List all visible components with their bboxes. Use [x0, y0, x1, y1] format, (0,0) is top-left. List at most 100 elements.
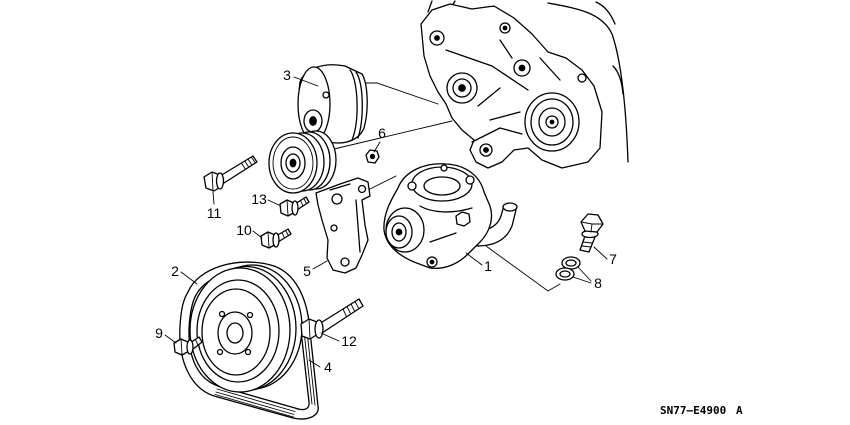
bolt-head-edge: [286, 199, 289, 216]
alignment-line: [365, 82, 439, 105]
pulley-bore: [226, 322, 244, 344]
bolt-head-edge: [308, 318, 311, 339]
bracket-hole: [434, 35, 440, 41]
pump-body-edge: [429, 232, 457, 243]
leader-line-1: [465, 252, 483, 266]
alignment-line: [333, 120, 453, 150]
bracket-hole: [483, 147, 489, 153]
alignment-line: [485, 245, 561, 292]
bolt-thread: [354, 301, 360, 310]
drive-belt-rib: [215, 391, 295, 415]
bolt-part-10: [260, 228, 292, 249]
tensioner-pulley-rim: [272, 136, 314, 190]
bolt-head-edge: [267, 231, 270, 248]
bolt-thread: [346, 306, 352, 315]
tensioner-hub-center: [309, 116, 317, 126]
bolt-head-edge: [590, 223, 593, 233]
nut-bore: [369, 153, 376, 160]
bolt-part-11: [203, 155, 258, 192]
alignment-line: [367, 175, 397, 191]
bracket-boss: [577, 73, 587, 83]
callout-13: 13: [251, 191, 267, 207]
pump-cover-inner: [423, 176, 461, 196]
pump-cover-bolt: [440, 164, 448, 172]
mounting-bracket-part: [315, 177, 371, 274]
bracket-rib: [499, 39, 513, 59]
leader-line-4: [308, 359, 321, 368]
tensioner-assembly: [268, 64, 368, 194]
tensioner-bolt-hole: [322, 91, 330, 99]
diagram-code: SN77–E4900: [660, 404, 726, 417]
drive-belt-rib: [214, 394, 294, 418]
callout-2: 2: [171, 263, 179, 279]
leader-line-13: [267, 199, 282, 207]
mounting-bracket-hole: [330, 224, 338, 232]
bolt-flange: [291, 200, 299, 216]
bolt-thread: [244, 160, 250, 168]
callout-9: 9: [155, 325, 163, 341]
drive-belt-rib: [216, 388, 296, 412]
bolt-thread: [241, 162, 246, 170]
bolt-thread: [303, 197, 308, 205]
drive-pulley-part: [189, 264, 303, 393]
pulley-bolt-hole: [246, 311, 254, 319]
pump-part: [383, 163, 518, 270]
callout-7: 7: [609, 251, 617, 267]
mounting-bracket-fold: [355, 199, 361, 253]
bolt-thread: [581, 245, 592, 248]
bolt-thread: [285, 229, 289, 237]
leader-lines: [164, 76, 608, 368]
bolt-thread: [194, 338, 199, 346]
leader-line-8: [572, 276, 592, 284]
leader-line-9: [164, 334, 177, 344]
mounting-bracket-hole: [331, 193, 343, 205]
engine-block-edge: [595, 1, 616, 25]
leader-line-10: [252, 230, 263, 239]
bolt-flange: [272, 232, 280, 248]
bolt-part-9: [173, 336, 203, 356]
bolt-head-edge: [180, 338, 183, 355]
mounting-bracket-hole: [340, 257, 350, 267]
bracket-rib: [489, 111, 521, 121]
leader-line-6: [373, 141, 381, 153]
bolt-thread: [281, 232, 285, 239]
leader-line-3: [293, 76, 319, 87]
pump-mount-hole: [429, 259, 435, 265]
engine-block-edge: [612, 65, 624, 95]
pump-shaft: [395, 228, 403, 236]
bolt-thread: [582, 241, 593, 244]
sealing-washer-bore: [565, 259, 577, 267]
bolt-part-13: [279, 196, 310, 217]
bolt-thread: [342, 308, 348, 318]
pulley-bolt-hole: [216, 348, 224, 356]
mounting-bracket-fold: [329, 183, 351, 191]
bolt-flange: [186, 339, 194, 355]
engine-block-outline: [427, 0, 629, 163]
engine-block-edge: [547, 2, 629, 163]
bracket-rib: [539, 57, 561, 81]
tensioner-flange-edge: [355, 71, 363, 139]
nut-part: [365, 149, 380, 164]
pump-outlet-end: [502, 202, 518, 212]
bracket-hole: [458, 84, 466, 92]
pulley-bolt-hole: [244, 348, 252, 356]
bracket-hole: [518, 64, 526, 72]
leader-line-11: [212, 191, 215, 205]
bolt-flange: [215, 172, 225, 190]
bracket-round-boss-center: [549, 119, 555, 125]
leader-line-8: [577, 266, 592, 282]
pump-cover-bolt: [407, 181, 417, 191]
engine-block-edge: [427, 0, 433, 13]
callout-11: 11: [207, 205, 222, 221]
bracket-rib: [477, 87, 501, 107]
callout-4: 4: [324, 359, 332, 375]
bolt-flange: [314, 319, 324, 339]
bolt-thread: [247, 158, 253, 166]
leader-line-12: [320, 332, 340, 342]
diagram-revision: A: [736, 404, 743, 417]
bolt-head-edge: [211, 171, 214, 191]
callout-3: 3: [283, 67, 291, 83]
sealing-washer-bore: [559, 270, 571, 278]
leader-line-2: [180, 271, 198, 285]
